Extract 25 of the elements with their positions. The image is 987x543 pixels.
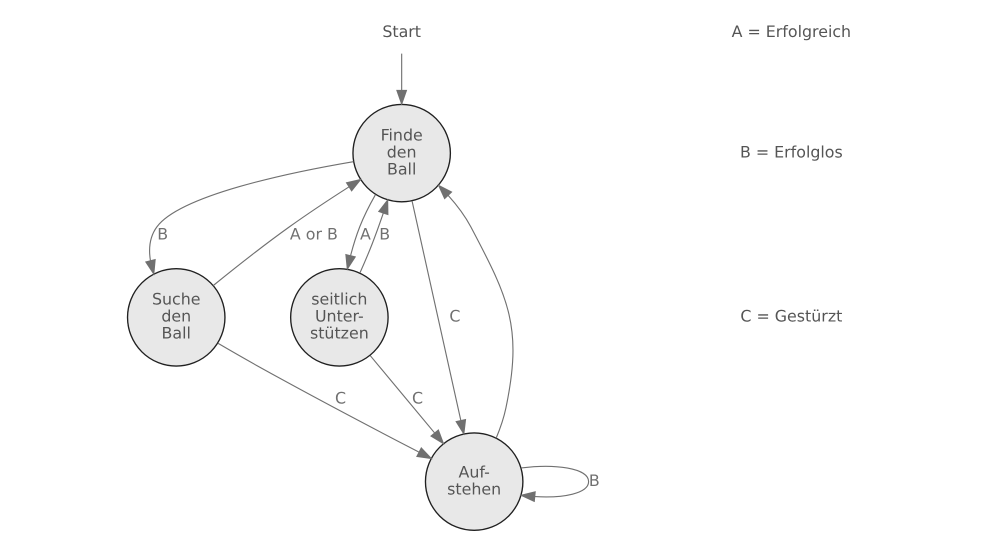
edge-label: C: [411, 388, 423, 408]
edge-label: A: [360, 224, 370, 244]
arrow: [217, 342, 432, 460]
label: C = Gestürzt: [740, 306, 842, 326]
arrow: [344, 194, 376, 271]
label: B = Erfolglos: [739, 142, 842, 162]
label: A = Erfolgreich: [731, 22, 851, 42]
node-circle: seitlich Unter- stützen: [289, 268, 388, 367]
node-circle: Auf- stehen: [424, 432, 524, 532]
arrow: [518, 466, 589, 502]
edge-label: B: [378, 224, 390, 244]
arrow: [212, 178, 362, 286]
edge-label: C: [448, 306, 460, 326]
node-text: Start: [382, 22, 421, 42]
arrow: [358, 198, 388, 274]
arrow: [437, 184, 513, 438]
edge-label: A or B: [289, 224, 338, 244]
arrow: [369, 355, 444, 445]
arrow: [411, 200, 466, 436]
edge-label: B: [156, 224, 168, 244]
edge-label: C: [334, 388, 346, 408]
arrow: [396, 54, 407, 106]
node-circle: Suche den Ball: [126, 268, 226, 367]
arrow: [144, 161, 353, 276]
edge-label: B: [588, 470, 600, 490]
